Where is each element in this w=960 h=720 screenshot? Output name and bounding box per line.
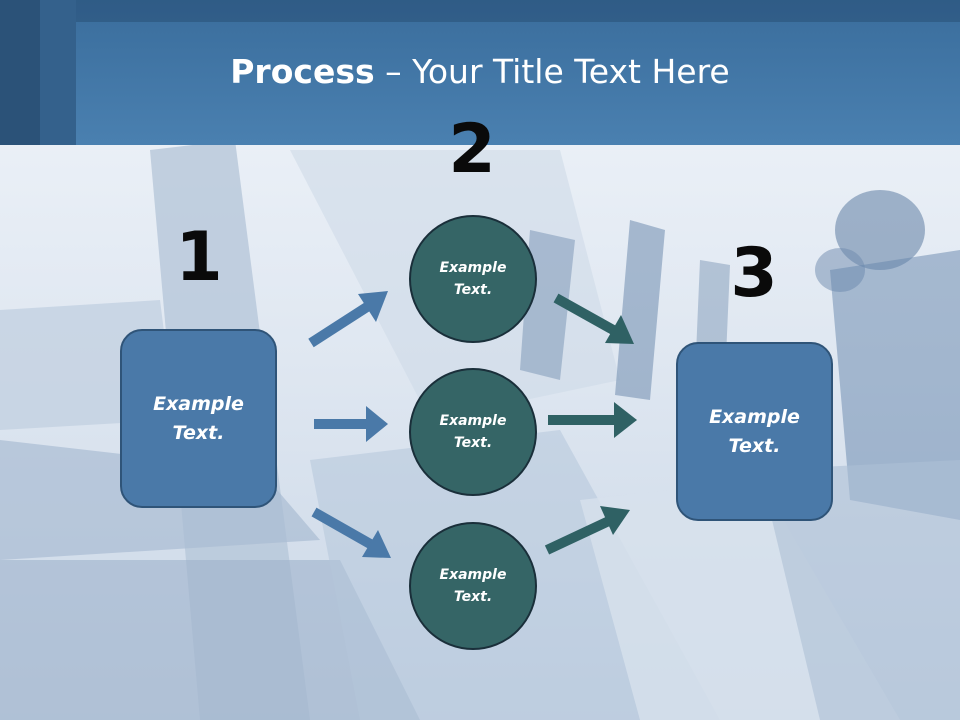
- step-3-box-text: Example Text.: [695, 403, 815, 460]
- step-1-text-line2: Text.: [172, 421, 225, 444]
- circle-1-text: Example Text.: [423, 257, 523, 302]
- arrow-from-circle-2: [548, 402, 637, 438]
- step-3-box[interactable]: Example Text.: [676, 342, 833, 521]
- circle-1-text-line1: Example: [439, 259, 507, 276]
- step-number-3: 3: [730, 234, 778, 313]
- header-top-band: [0, 0, 960, 22]
- header-bar: Process – Your Title Text Here: [0, 0, 960, 145]
- circle-2-text-line2: Text.: [453, 435, 493, 451]
- arrow-to-circle-3: [311, 507, 391, 558]
- circle-2-text: Example Text.: [423, 410, 523, 455]
- circle-3-text-line1: Example: [439, 566, 507, 583]
- arrow-from-circle-1: [553, 293, 634, 344]
- slide-title-bold: Process: [230, 52, 375, 91]
- arrow-to-circle-2: [314, 406, 388, 442]
- step-3-text-line2: Text.: [728, 434, 781, 457]
- slide-title[interactable]: Process – Your Title Text Here: [0, 52, 960, 91]
- circle-1[interactable]: Example Text.: [409, 215, 537, 343]
- slide-title-rest: – Your Title Text Here: [374, 52, 730, 91]
- header-stripe: [40, 0, 76, 145]
- circle-3-text: Example Text.: [423, 564, 523, 609]
- header-stripe: [0, 0, 40, 145]
- arrow-from-circle-3: [544, 506, 630, 555]
- step-1-box[interactable]: Example Text.: [120, 329, 277, 508]
- step-1-box-text: Example Text.: [139, 390, 259, 447]
- circle-3-text-line2: Text.: [453, 589, 493, 605]
- step-number-1: 1: [175, 218, 223, 297]
- step-1-text-line1: Example: [153, 393, 244, 415]
- circle-2-text-line1: Example: [439, 412, 507, 429]
- circle-3[interactable]: Example Text.: [409, 522, 537, 650]
- step-3-text-line1: Example: [709, 406, 800, 428]
- arrow-to-circle-1: [308, 291, 388, 348]
- circle-2[interactable]: Example Text.: [409, 368, 537, 496]
- step-number-2: 2: [448, 110, 496, 189]
- circle-1-text-line2: Text.: [453, 282, 493, 298]
